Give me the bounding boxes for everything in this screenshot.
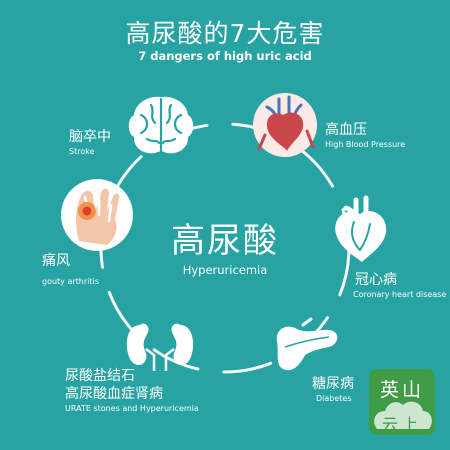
center-label-en: Hyperuricemia xyxy=(182,263,268,277)
badge-top-text: 英山 xyxy=(379,379,424,401)
item-diabetes: 糖尿病 Diabetes xyxy=(312,375,354,404)
item-urate: 尿酸盐结石 高尿酸血症肾病 URATE stones and Hyperuric… xyxy=(65,367,199,414)
item-gout-en: gouty arthritis xyxy=(42,277,99,286)
item-stroke-en: Stroke xyxy=(69,147,95,156)
center-label-cn: 高尿酸 xyxy=(171,221,279,261)
item-stroke-cn: 脑卒中 xyxy=(69,129,111,145)
brain-icon xyxy=(128,96,194,154)
item-diabetes-en: Diabetes xyxy=(316,394,352,403)
item-hypertension: 高血压 High Blood Pressure xyxy=(325,121,405,150)
kidneys-icon xyxy=(126,323,194,371)
item-urate-cn2: 高尿酸血症肾病 xyxy=(65,386,163,402)
item-stroke: 脑卒中 Stroke xyxy=(69,128,111,157)
item-gout-cn: 痛风 xyxy=(42,253,70,269)
heart-icon xyxy=(335,195,387,262)
item-urate-en: URATE stones and Hyperuricemia xyxy=(65,404,199,413)
item-coronary: 冠心病 Coronary heart disease xyxy=(353,271,447,300)
cloud-icon xyxy=(374,401,432,429)
foot-joint-icon xyxy=(61,179,133,251)
item-coronary-cn: 冠心病 xyxy=(355,272,397,288)
page-subtitle: 7 dangers of high uric acid xyxy=(138,49,312,63)
pancreas-icon xyxy=(276,317,338,371)
item-gout: 痛风 gouty arthritis xyxy=(42,252,99,287)
heart-vessels-icon xyxy=(253,93,317,157)
badge-bottom-text: 云上 xyxy=(381,415,422,434)
item-hypertension-cn: 高血压 xyxy=(325,122,367,138)
page-title: 高尿酸的7大危害 xyxy=(125,19,325,48)
watermark-badge: 英山 云上 xyxy=(369,369,435,435)
item-hypertension-en: High Blood Pressure xyxy=(325,140,406,149)
item-urate-cn1: 尿酸盐结石 xyxy=(65,368,135,384)
item-diabetes-cn: 糖尿病 xyxy=(312,376,354,392)
item-coronary-en: Coronary heart disease xyxy=(353,290,447,299)
